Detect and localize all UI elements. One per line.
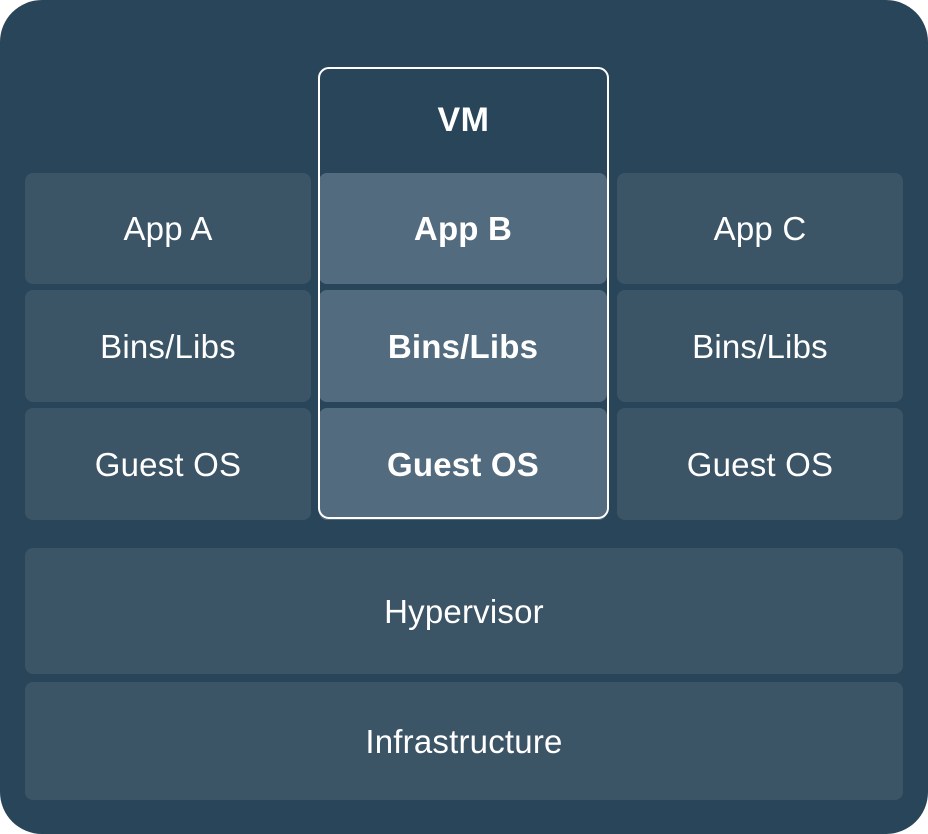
cell-guest-os-a: Guest OS — [25, 408, 311, 520]
cell-bins-libs-b: Bins/Libs — [319, 290, 607, 402]
cell-guest-os-b: Guest OS — [319, 408, 607, 520]
cell-bins-libs-a: Bins/Libs — [25, 290, 311, 402]
cell-bins-libs-c: Bins/Libs — [617, 290, 903, 402]
cell-app-a: App A — [25, 173, 311, 284]
cell-guest-os-c: Guest OS — [617, 408, 903, 520]
vm-label: VM — [437, 100, 490, 139]
layer-infrastructure: Infrastructure — [25, 682, 903, 800]
cell-app-b: App B — [319, 173, 607, 284]
cell-app-c: App C — [617, 173, 903, 284]
layer-hypervisor: Hypervisor — [25, 548, 903, 674]
